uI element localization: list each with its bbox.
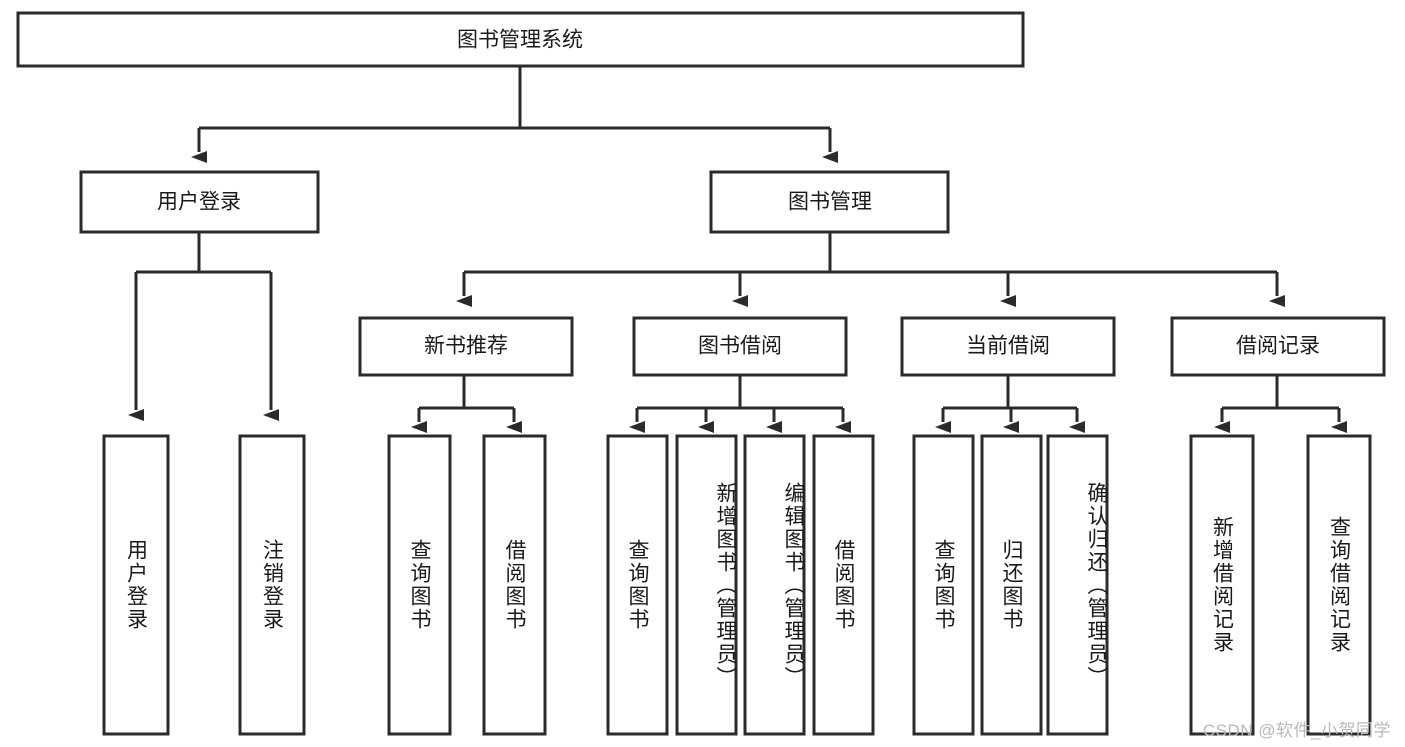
node-leaf-user-logout-box[interactable] (238, 434, 306, 736)
node-leaf-query-record-box[interactable] (1306, 434, 1372, 736)
node-user-login[interactable]: 用户登录 (79, 170, 320, 234)
node-leaf-return-book-box[interactable] (980, 434, 1043, 736)
csdn-watermark: CSDN @软件_小贺同学 (1202, 721, 1391, 740)
node-leaf-confirm-return-box[interactable] (1046, 434, 1109, 736)
node-current-borrow[interactable]: 当前借阅 (900, 316, 1116, 377)
node-book-borrow[interactable]: 图书借阅 (632, 316, 848, 377)
node-leaf-borrow-book-1-box[interactable] (482, 434, 547, 736)
node-root-label: 图书管理系统 (457, 29, 583, 52)
node-book-borrow-box[interactable] (632, 316, 848, 377)
node-borrow-record[interactable]: 借阅记录 (1170, 316, 1386, 377)
node-leaf-query-book-1-box[interactable] (387, 434, 452, 736)
node-new-book-recommend-box[interactable] (358, 316, 574, 377)
node-new-book-recommend-label: 新书推荐 (424, 335, 508, 358)
node-borrow-record-box[interactable] (1170, 316, 1386, 377)
node-new-book-recommend[interactable]: 新书推荐 (358, 316, 574, 377)
node-current-borrow-box[interactable] (900, 316, 1116, 377)
node-leaf-add-book-box[interactable] (675, 434, 738, 736)
node-book-manage-label: 图书管理 (788, 191, 872, 214)
node-leaf-add-record-box[interactable] (1189, 434, 1255, 736)
node-current-borrow-label: 当前借阅 (966, 335, 1050, 358)
node-root[interactable]: 图书管理系统 (16, 11, 1025, 68)
node-book-borrow-label: 图书借阅 (698, 335, 782, 358)
node-user-login-label: 用户登录 (157, 191, 241, 214)
node-user-login-box[interactable] (79, 170, 320, 234)
node-leaf-borrow-book-2-box[interactable] (812, 434, 875, 736)
node-leaf-user-login-box[interactable] (102, 434, 170, 736)
node-book-manage-box[interactable] (709, 170, 950, 234)
node-leaf-query-book-3-box[interactable] (912, 434, 975, 736)
node-borrow-record-label: 借阅记录 (1236, 335, 1320, 358)
connector-group (128, 66, 1347, 433)
node-root-box[interactable] (16, 11, 1025, 68)
node-leaf-query-book-2-box[interactable] (606, 434, 669, 736)
node-leaf-edit-book-box[interactable] (743, 434, 806, 736)
node-book-manage[interactable]: 图书管理 (709, 170, 950, 234)
